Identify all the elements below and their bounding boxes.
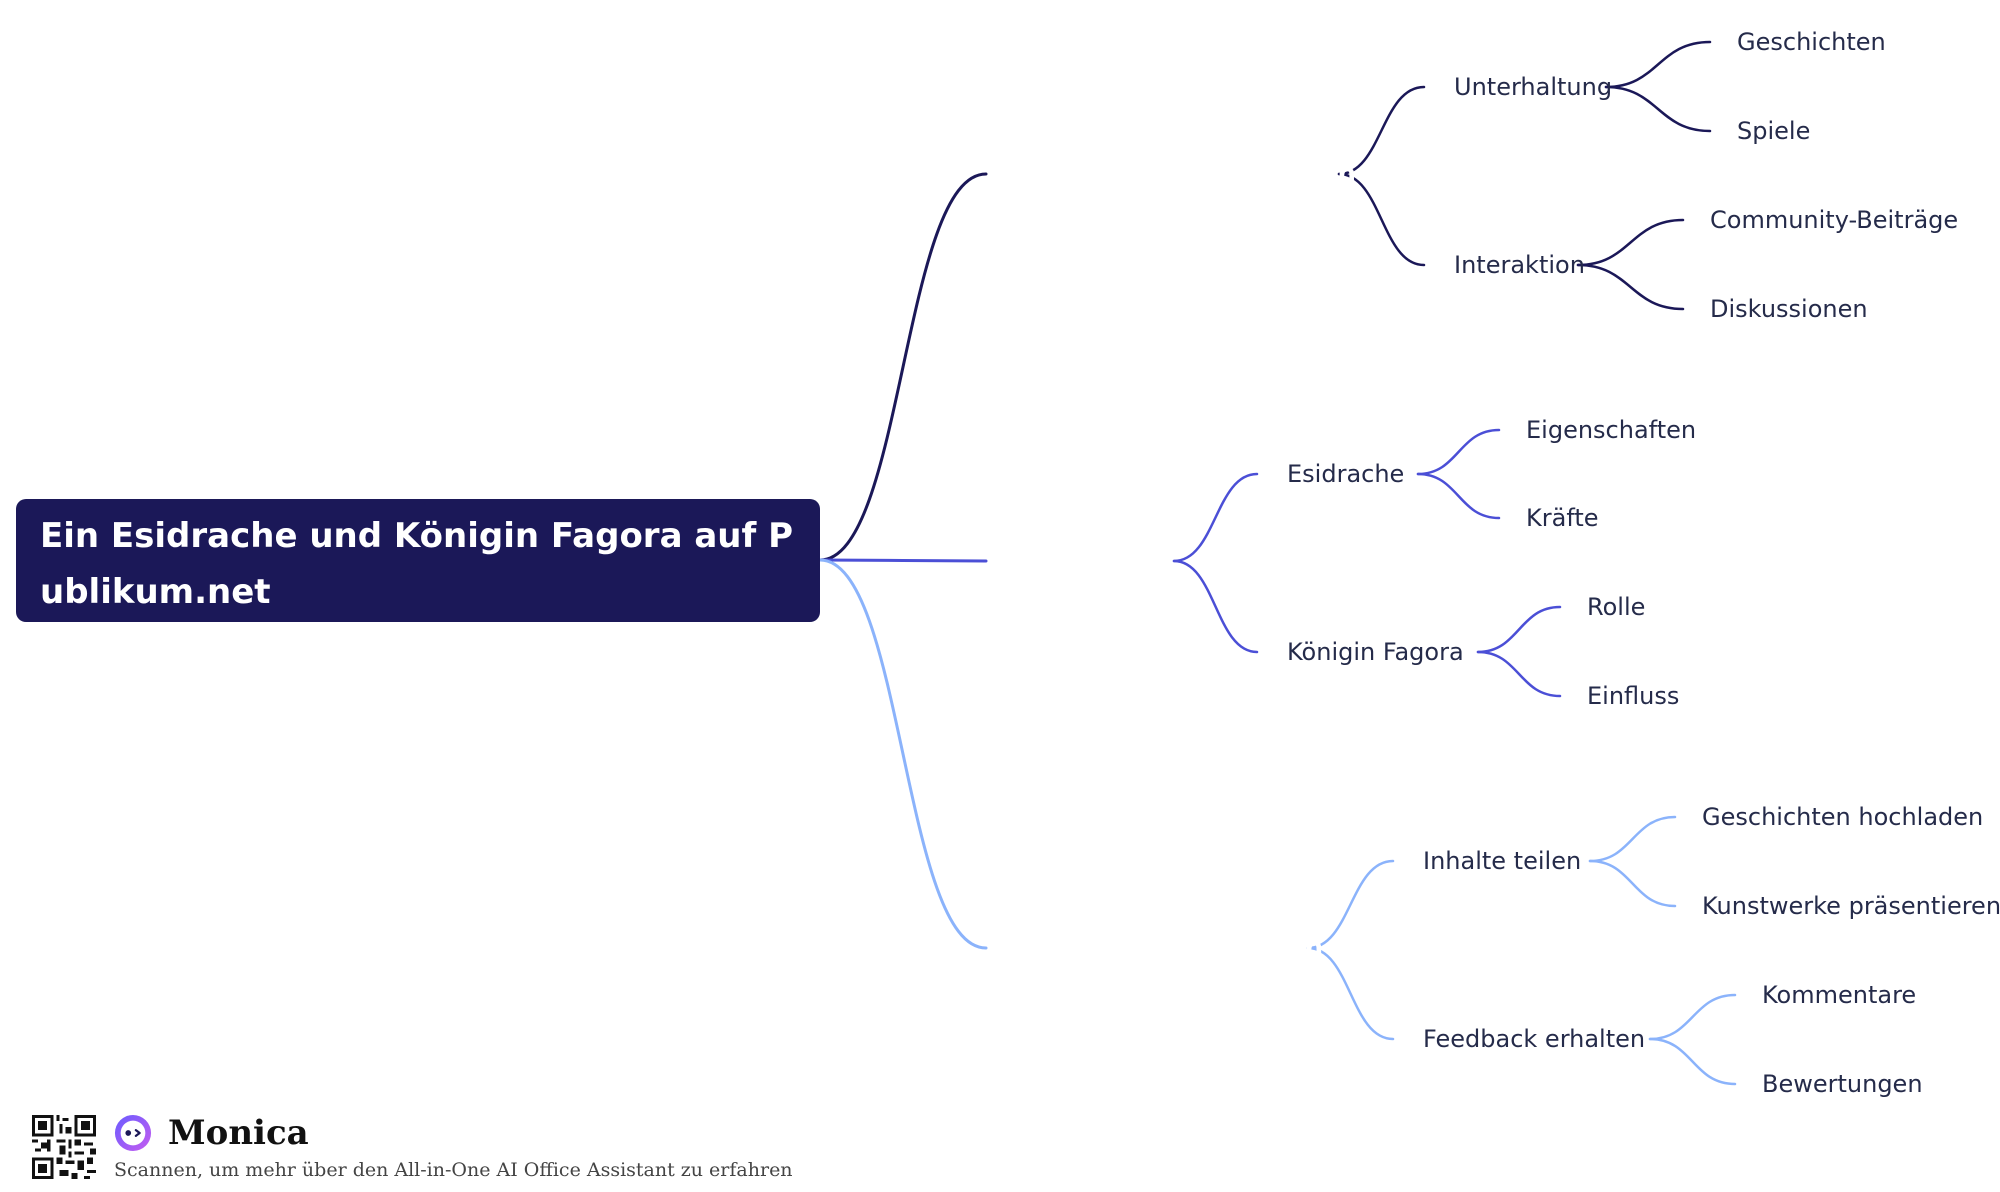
- leaf-einfluss[interactable]: Einfluss: [1587, 682, 1680, 710]
- subtopic-koenigin-fagora[interactable]: Königin Fagora: [1287, 638, 1464, 666]
- footer-tagline: Scannen, um mehr über den All-in-One AI …: [114, 1159, 793, 1181]
- branch-link: [1306, 859, 1395, 950]
- branch-label: Nutzungsmöglichkeiten: [1010, 159, 1356, 189]
- leaf-kommentare[interactable]: Kommentare: [1762, 981, 1917, 1009]
- root-link: [818, 172, 988, 562]
- root-topic[interactable]: Ein Esidrache und Königin Fagora auf Pub…: [16, 499, 820, 622]
- subtopic-unterhaltung[interactable]: Unterhaltung: [1454, 73, 1613, 101]
- leaf-bewertungen[interactable]: Bewertungen: [1762, 1070, 1923, 1098]
- footer: Monica Scannen, um mehr über den All-in-…: [32, 1112, 793, 1182]
- leaf-geschichten[interactable]: Geschichten: [1737, 28, 1886, 56]
- root-link: [818, 558, 988, 563]
- branch-nutzungsmoeglichkeiten[interactable]: Nutzungsmöglichkeiten: [986, 147, 1380, 201]
- leaf-eigenschaften[interactable]: Eigenschaften: [1526, 416, 1697, 444]
- root-topic-label: Ein Esidrache und Königin Fagora auf Pub…: [40, 516, 794, 612]
- leaf-link: [1476, 605, 1562, 654]
- leaf-geschichten-hochladen[interactable]: Geschichten hochladen: [1702, 803, 1984, 831]
- leaf-link: [1604, 85, 1712, 133]
- branch-charaktere[interactable]: Charaktere: [986, 534, 1197, 588]
- brand-name: Monica: [168, 1113, 309, 1153]
- branch-link: [1337, 172, 1426, 267]
- monica-logo-icon: [114, 1114, 152, 1152]
- leaf-link: [1648, 1037, 1737, 1086]
- subtopic-interaktion[interactable]: Interaktion: [1454, 251, 1585, 279]
- qr-code-icon[interactable]: [32, 1115, 96, 1179]
- subtopic-feedback-erhalten[interactable]: Feedback erhalten: [1423, 1025, 1646, 1053]
- leaf-link: [1588, 815, 1677, 863]
- branch-label: Charaktere: [1010, 546, 1174, 576]
- leaf-rolle[interactable]: Rolle: [1587, 593, 1646, 621]
- leaf-community-beitraege[interactable]: Community-Beiträge: [1710, 206, 1959, 234]
- leaf-spiele[interactable]: Spiele: [1737, 117, 1811, 145]
- leaf-kraefte[interactable]: Kräfte: [1526, 504, 1599, 532]
- leaf-kunstwerke-praesentieren[interactable]: Kunstwerke präsentieren: [1702, 892, 2000, 920]
- leaf-link: [1476, 650, 1562, 698]
- leaf-diskussionen[interactable]: Diskussionen: [1710, 295, 1868, 323]
- leaf-link: [1588, 859, 1677, 908]
- leaf-link: [1604, 40, 1712, 89]
- branch-label: Plattform Funktionen: [1010, 933, 1324, 963]
- leaf-link: [1648, 993, 1737, 1041]
- branch-link: [1172, 472, 1259, 563]
- leaf-link: [1416, 428, 1501, 476]
- branch-link: [1337, 85, 1426, 176]
- branch-link: [1306, 946, 1395, 1041]
- root-link: [818, 558, 988, 950]
- leaf-link: [1416, 472, 1501, 520]
- leaf-link: [1576, 263, 1685, 311]
- leaf-link: [1576, 218, 1685, 267]
- subtopic-inhalte-teilen[interactable]: Inhalte teilen: [1423, 847, 1582, 875]
- branch-plattform-funktionen[interactable]: Plattform Funktionen: [986, 921, 1347, 975]
- branch-link: [1172, 559, 1259, 654]
- subtopic-esidrache[interactable]: Esidrache: [1287, 460, 1405, 488]
